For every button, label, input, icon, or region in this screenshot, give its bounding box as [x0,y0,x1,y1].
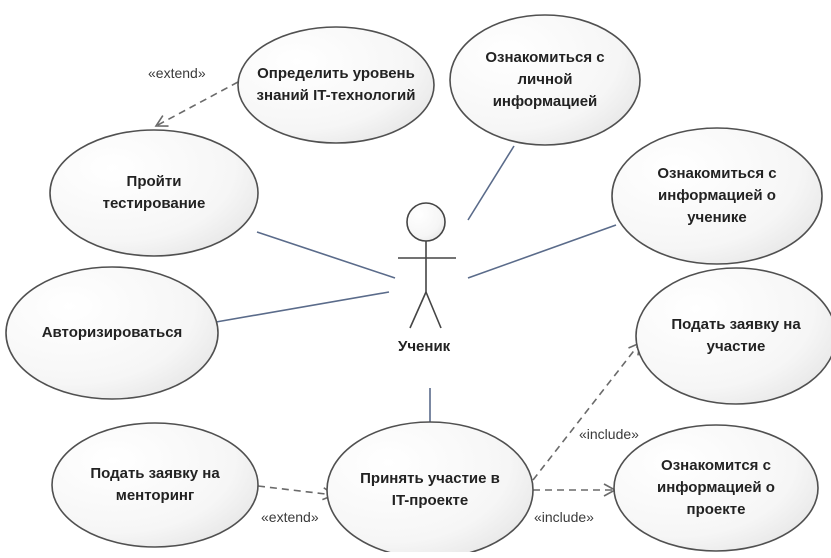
actor-head [406,202,446,242]
actor-right-leg [425,291,442,329]
use-case-view-personal-info-shape[interactable] [449,14,641,146]
use-case-determine-level-shape[interactable] [237,26,435,144]
extend-line-determine-level [154,81,239,127]
extend-label-mentoring: «extend» [260,509,320,525]
actor-figure[interactable] [398,202,456,329]
use-case-view-project-info-shape[interactable] [613,424,819,552]
actor-left-leg [409,291,427,329]
actor-label: Ученик [398,338,451,355]
association-take-test [256,231,396,279]
extend-label-test: «extend» [147,65,207,81]
association-personal-info [467,145,515,221]
extend-line-mentoring [257,485,336,501]
use-case-take-test-shape[interactable] [49,129,259,257]
association-student-info [467,224,617,279]
use-case-view-student-info-shape[interactable] [611,127,823,265]
association-authorize [215,291,390,323]
use-case-apply-mentoring-shape[interactable] [51,422,259,548]
use-case-join-project-shape[interactable] [326,421,534,552]
include-label-apply: «include» [578,426,640,442]
include-label-project: «include» [533,509,595,525]
use-case-apply-participation-shape[interactable] [635,267,831,405]
include-line-apply [532,341,642,481]
use-case-authorize-shape[interactable] [5,266,219,400]
